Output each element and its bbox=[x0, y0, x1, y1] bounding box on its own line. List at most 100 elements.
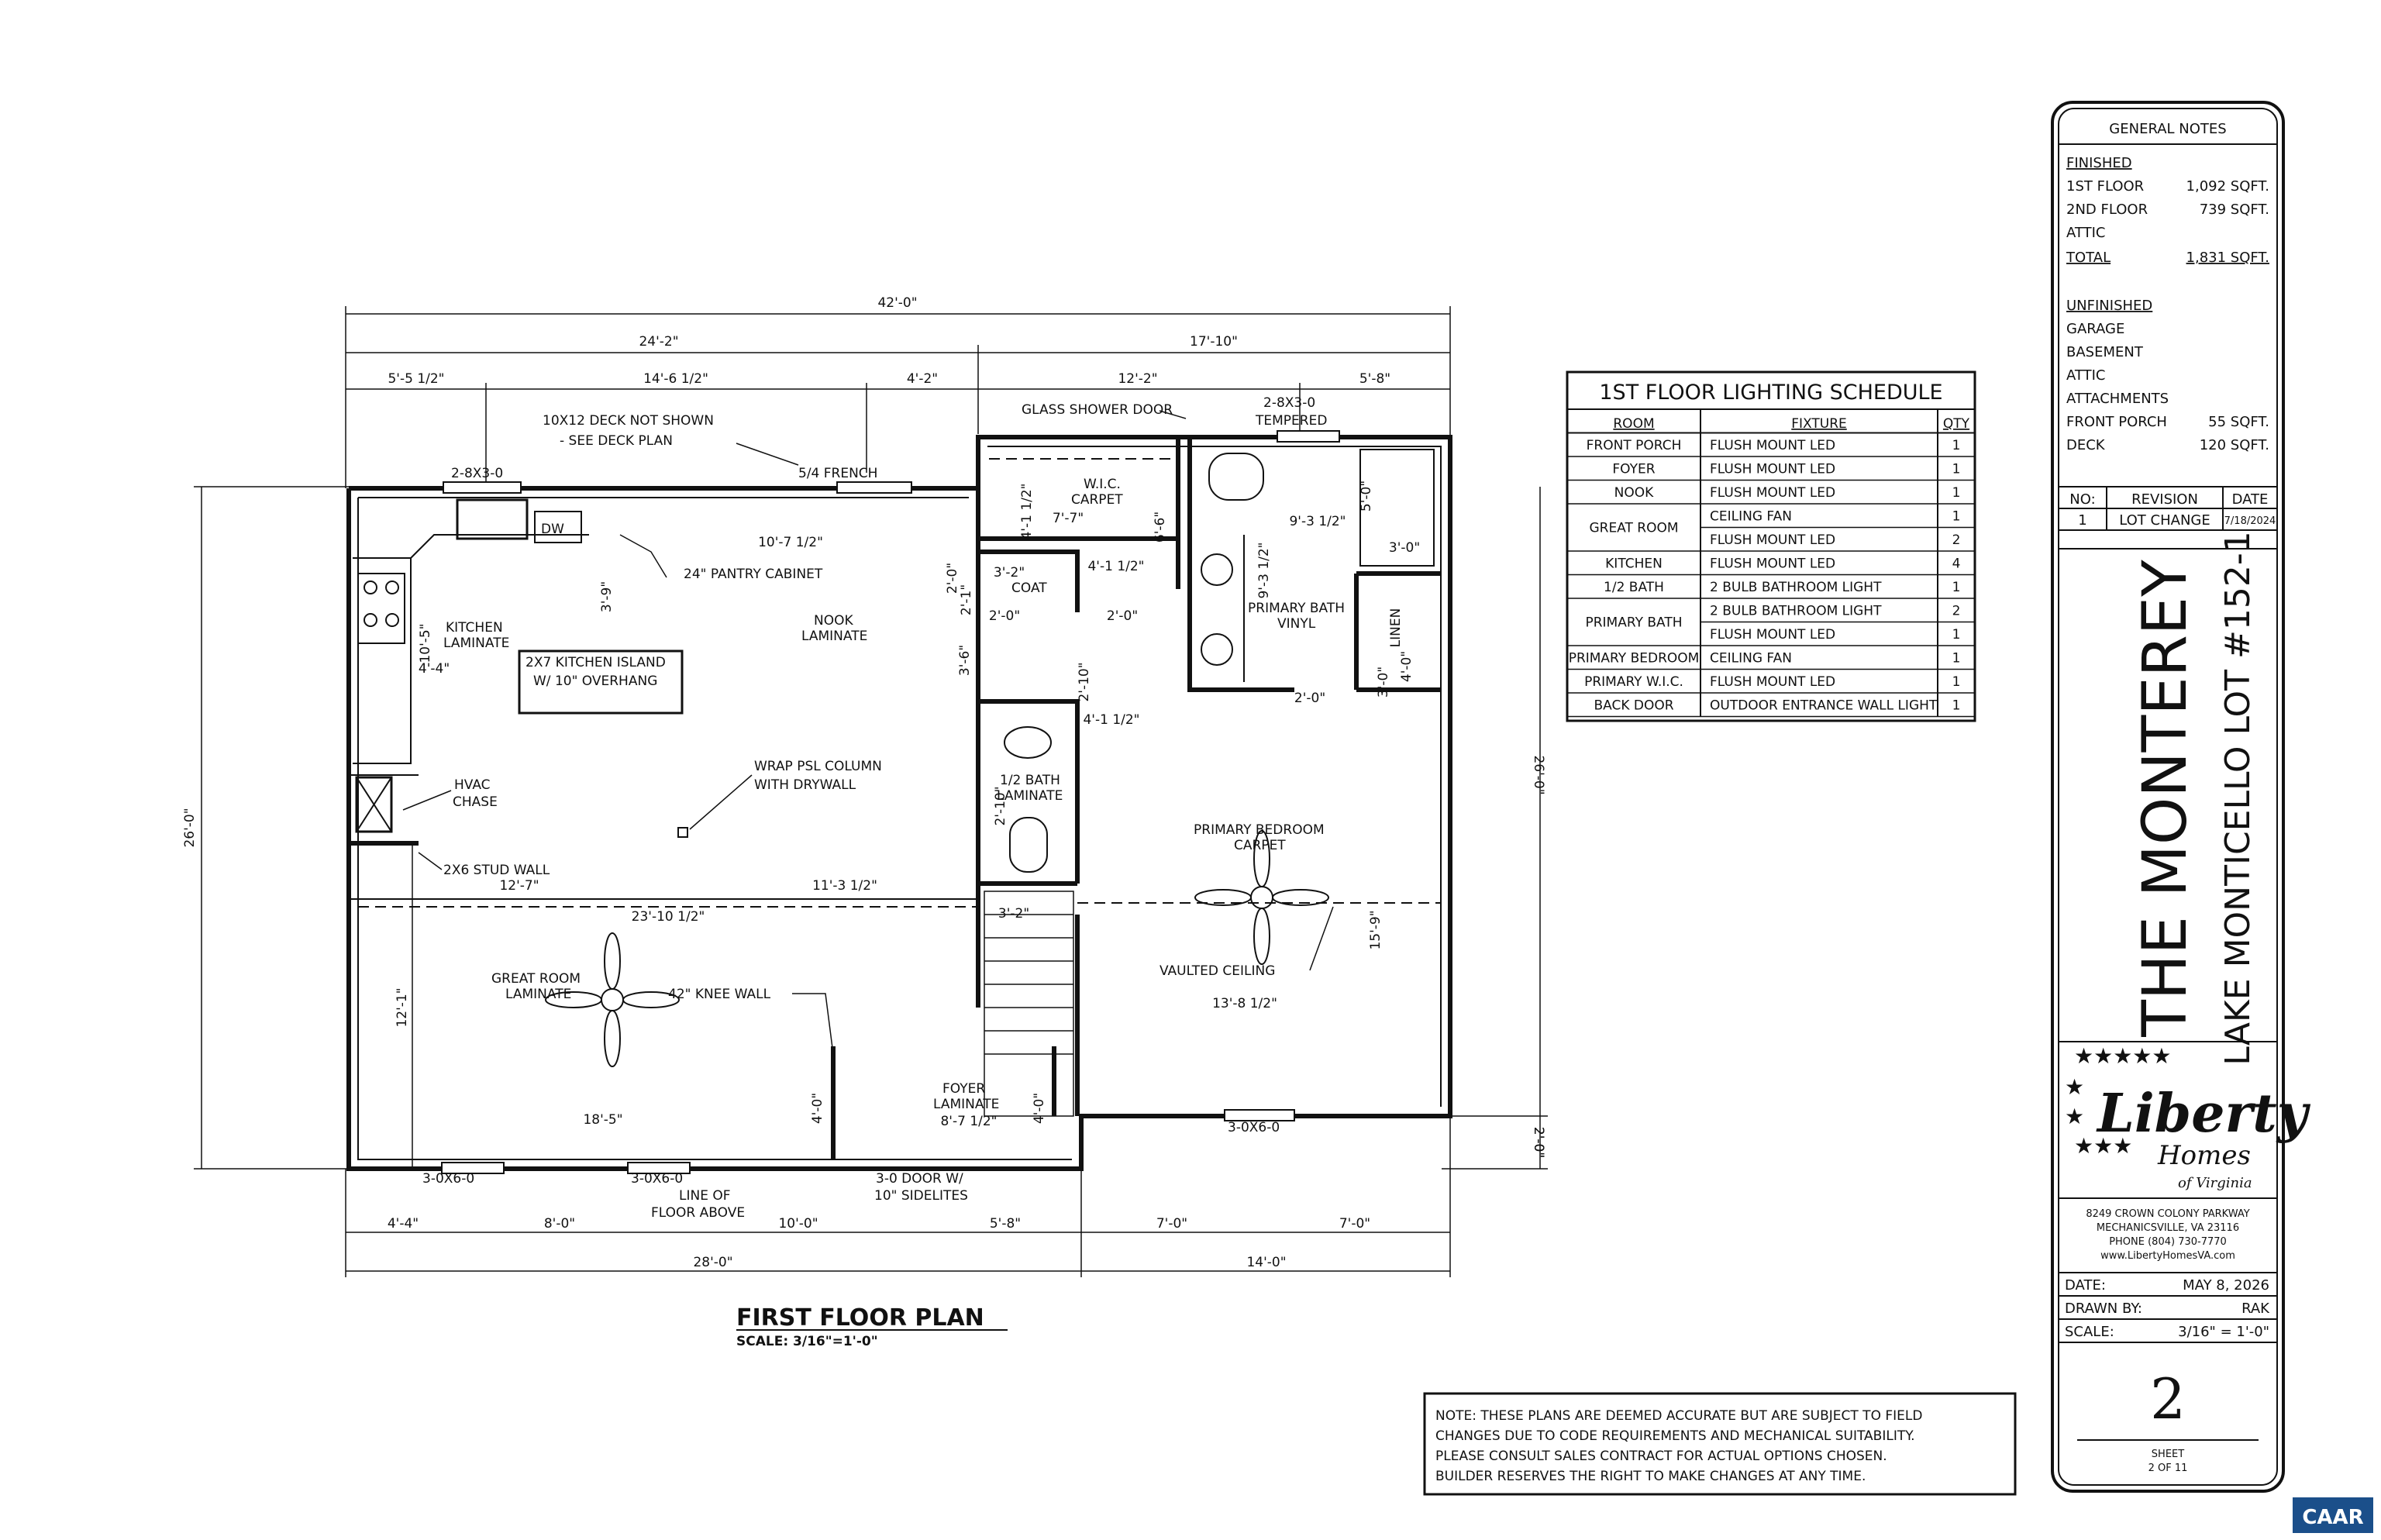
interior-dimensions: 10'-7 1/2"3'-9"10'-5"4'-4"12'-7"11'-3 1/… bbox=[418, 481, 1546, 1158]
psl-column bbox=[677, 827, 688, 838]
dim-bottom-seg2: 8'-0" bbox=[544, 1216, 575, 1232]
interior-dimension: 4'-0" bbox=[810, 1093, 825, 1124]
schedule-fixture: OUTDOOR ENTRANCE WALL LIGHT bbox=[1710, 698, 1938, 713]
schedule-fixture: FLUSH MOUNT LED bbox=[1710, 461, 1835, 477]
schedule-room: KITCHEN bbox=[1605, 556, 1663, 571]
tb-general-notes: GENERAL NOTES bbox=[2109, 121, 2226, 137]
schedule-fixture: CEILING FAN bbox=[1710, 650, 1792, 666]
interior-dimension: 3'-9" bbox=[599, 581, 615, 612]
label-island-1: 2X7 KITCHEN ISLAND bbox=[525, 655, 666, 670]
interior-dimension: 4'-1 1/2" bbox=[1083, 712, 1139, 728]
toilet-primary bbox=[1208, 453, 1264, 501]
shower bbox=[1359, 449, 1435, 567]
tb-attachments: ATTACHMENTS bbox=[2066, 391, 2169, 407]
label-island-2: W/ 10" OVERHANG bbox=[533, 674, 657, 689]
plan-labels: 10X12 DECK NOT SHOWN - SEE DECK PLAN 5/4… bbox=[422, 395, 1404, 1221]
interior-dimension: 4'-0" bbox=[1032, 1093, 1047, 1124]
exterior-walls bbox=[346, 435, 1452, 1171]
interior-dimension: 3'-0" bbox=[1389, 540, 1420, 556]
sink bbox=[456, 498, 529, 540]
tb-unfinished: UNFINISHED bbox=[2066, 298, 2152, 314]
interior-dimension: 10'-7 1/2" bbox=[758, 535, 823, 550]
interior-dimension: 3'-2" bbox=[994, 565, 1025, 581]
tb-front-porch-val: 55 SQFT. bbox=[2208, 414, 2269, 430]
schedule-header-qty: QTY bbox=[1943, 416, 1970, 432]
schedule-qty: 1 bbox=[1952, 461, 1961, 477]
schedule-qty: 1 bbox=[1952, 674, 1961, 690]
tb-project-title: THE MONTEREY bbox=[2131, 560, 2200, 1038]
tb-addr-3: PHONE (804) 730-7770 bbox=[2109, 1236, 2227, 1248]
schedule-fixture: FLUSH MOUNT LED bbox=[1710, 556, 1835, 571]
label-psl-2: WITH DRYWALL bbox=[754, 777, 856, 793]
interior-dimension: 2'-0" bbox=[989, 608, 1020, 624]
label-pantry: 24" PANTRY CABINET bbox=[684, 567, 823, 582]
schedule-fixture: 2 BULB BATHROOM LIGHT bbox=[1710, 580, 1882, 595]
label-stud: 2X6 STUD WALL bbox=[443, 863, 550, 878]
interior-dimension: 5'-0" bbox=[1359, 481, 1374, 512]
label-deck-note-2: - SEE DECK PLAN bbox=[560, 433, 673, 449]
schedule-room: FOYER bbox=[1612, 461, 1655, 477]
label-hvac-1: HVAC bbox=[454, 777, 491, 793]
interior-dimension: 3'-0" bbox=[1376, 667, 1391, 698]
label-wic-floor: CARPET bbox=[1071, 492, 1123, 508]
dim-bottom-seg5: 7'-0" bbox=[1156, 1216, 1187, 1232]
schedule-qty: 1 bbox=[1952, 698, 1961, 713]
label-win-left: 3-0X6-0 bbox=[422, 1171, 474, 1187]
note-line-4: BUILDER RESERVES THE RIGHT TO MAKE CHANG… bbox=[1435, 1469, 1866, 1484]
dim-top-seg3: 4'-2" bbox=[907, 371, 938, 387]
kitchen-island bbox=[518, 649, 684, 715]
schedule-room: FRONT PORCH bbox=[1587, 438, 1682, 453]
schedule-qty: 1 bbox=[1952, 580, 1961, 595]
tb-attic2: ATTIC bbox=[2066, 367, 2105, 384]
tb-deck-val: 120 SQFT. bbox=[2200, 437, 2269, 453]
schedule-qty: 2 bbox=[1952, 603, 1961, 618]
label-primary-bath: PRIMARY BATH bbox=[1248, 601, 1345, 616]
interior-dimension: 4'-0" bbox=[1399, 651, 1414, 682]
label-linen: LINEN bbox=[1388, 608, 1404, 648]
tb-drawn-label: DRAWN BY: bbox=[2065, 1301, 2142, 1317]
dim-left-overall: 26'-0" bbox=[182, 808, 198, 847]
label-hvac-2: CHASE bbox=[453, 794, 498, 810]
plan-title-block: FIRST FLOOR PLAN SCALE: 3/16"=1'-0" bbox=[736, 1304, 1008, 1349]
dim-top-right: 17'-10" bbox=[1190, 334, 1238, 350]
schedule-fixture: CEILING FAN bbox=[1710, 508, 1792, 524]
openings bbox=[358, 430, 1441, 1174]
label-line-floor-1: LINE OF bbox=[679, 1188, 731, 1204]
dim-bottom-seg6: 7'-0" bbox=[1339, 1216, 1370, 1232]
label-dw: DW bbox=[541, 522, 564, 537]
schedule-fixture: FLUSH MOUNT LED bbox=[1710, 532, 1835, 548]
label-great: GREAT ROOM bbox=[491, 971, 581, 987]
interior-dimension: 4'-4" bbox=[419, 661, 450, 677]
label-primary-bed: PRIMARY BEDROOM bbox=[1194, 822, 1325, 838]
tb-rev-h-no: NO: bbox=[2069, 491, 2095, 508]
svg-text:★★★: ★★★ bbox=[2074, 1133, 2132, 1159]
vanity-sink-1 bbox=[1201, 553, 1233, 586]
schedule-qty: 1 bbox=[1952, 508, 1961, 524]
label-win-right: 3-0X6-0 bbox=[1228, 1120, 1280, 1135]
schedule-room: 1/2 BATH bbox=[1604, 580, 1664, 595]
dim-top-seg4: 12'-2" bbox=[1118, 371, 1157, 387]
logo-name: Liberty bbox=[2096, 1083, 2311, 1145]
label-half-bath-floor: LAMINATE bbox=[997, 788, 1063, 804]
label-foyer-floor: LAMINATE bbox=[933, 1097, 999, 1112]
range bbox=[357, 573, 405, 644]
liberty-homes-logo: ★★★★★ ★ ★ ★★★ Liberty Homes of Virginia bbox=[2065, 1043, 2311, 1191]
tb-deck: DECK bbox=[2066, 437, 2106, 453]
bath-fixtures bbox=[984, 449, 1435, 1117]
schedule-room: GREAT ROOM bbox=[1589, 521, 1678, 536]
interior-dimension: 2'-1" bbox=[959, 584, 974, 615]
tb-scale-val: 3/16" = 1'-0" bbox=[2178, 1324, 2269, 1340]
schedule-qty: 1 bbox=[1952, 627, 1961, 643]
label-french: 5/4 FRENCH bbox=[798, 466, 877, 481]
dim-left-lower: 12'-1" bbox=[395, 987, 410, 1027]
schedule-room: PRIMARY BATH bbox=[1585, 615, 1682, 631]
label-deck-note-1: 10X12 DECK NOT SHOWN bbox=[543, 413, 714, 429]
interior-dimension: 8'-7 1/2" bbox=[940, 1114, 997, 1129]
schedule-qty: 1 bbox=[1952, 650, 1961, 666]
label-tempered-1: 2-8X3-0 bbox=[1263, 395, 1315, 411]
label-door-2-8x3-0: 2-8X3-0 bbox=[451, 466, 503, 481]
tb-finished: FINISHED bbox=[2066, 155, 2132, 171]
caar-badge-label: CAAR bbox=[2302, 1506, 2363, 1529]
interior-dimension: 2'-0" bbox=[1531, 1127, 1546, 1158]
